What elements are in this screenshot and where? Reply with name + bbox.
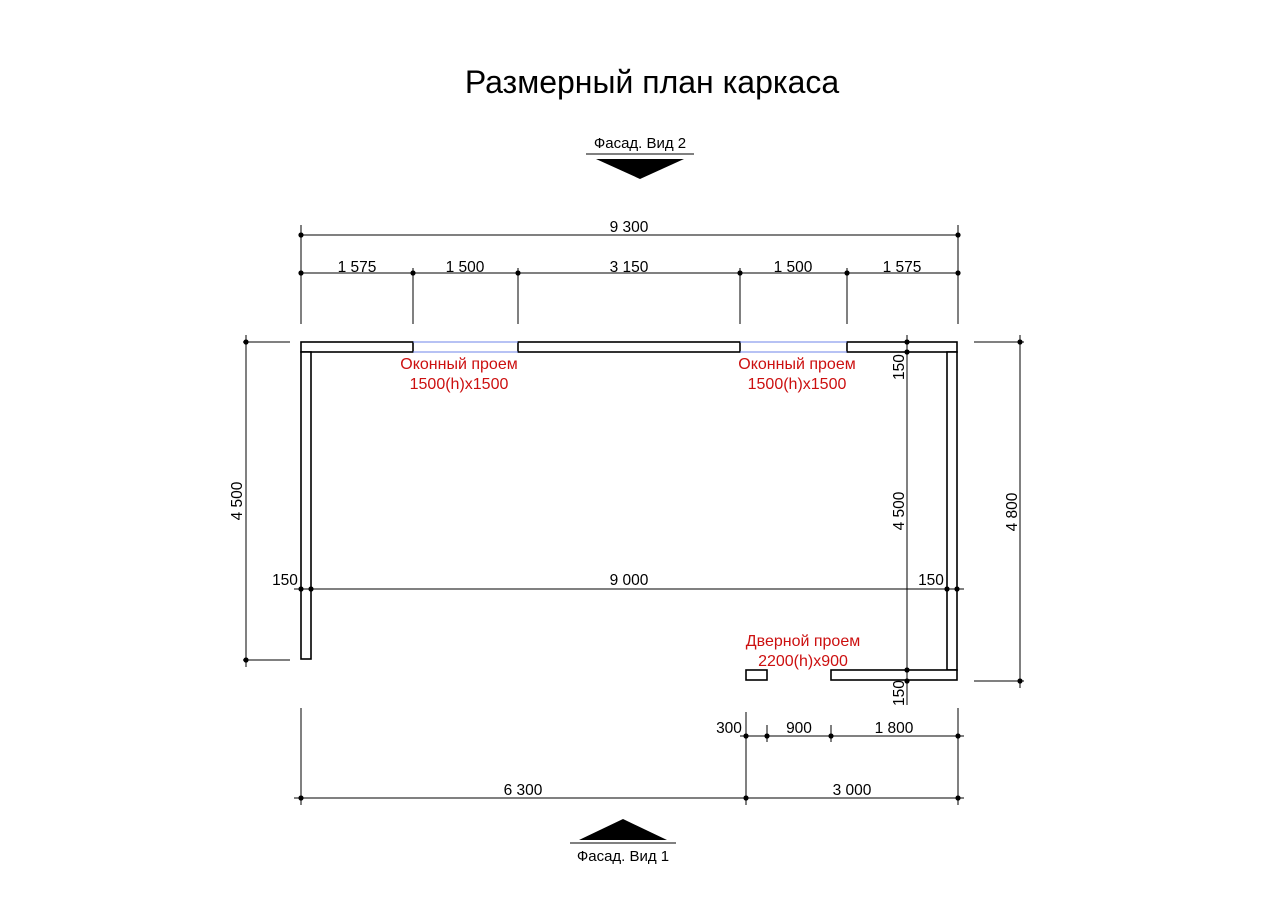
dim-inner-width: 9 000 bbox=[610, 572, 649, 589]
dimension-dots bbox=[243, 232, 1023, 801]
dim-dot bbox=[904, 349, 910, 355]
facade-view-2-marker: Фасад. Вид 2 bbox=[586, 135, 694, 179]
dim-bottom-segment-2: 900 bbox=[786, 720, 812, 737]
dim-dot bbox=[1017, 678, 1023, 684]
dim-dot bbox=[410, 270, 416, 276]
dim-right-inner-height: 4 500 bbox=[891, 491, 908, 530]
dim-top-segment-2: 1 500 bbox=[446, 259, 485, 276]
dim-dot bbox=[904, 339, 910, 345]
window-1-name: Оконный проем bbox=[400, 356, 517, 373]
facade-view-1-arrow-icon bbox=[579, 819, 667, 840]
window-2-name: Оконный проем bbox=[738, 356, 855, 373]
dim-dot bbox=[955, 733, 961, 739]
dim-top-segment-5: 1 575 bbox=[883, 259, 922, 276]
dim-top-segment-3: 3 150 bbox=[610, 259, 649, 276]
facade-view-2-arrow-icon bbox=[596, 159, 684, 179]
dim-dot bbox=[828, 733, 834, 739]
dim-dot bbox=[955, 232, 961, 238]
dim-dot bbox=[764, 733, 770, 739]
dim-dot bbox=[298, 795, 304, 801]
dim-bottom-segment-1: 300 bbox=[716, 720, 742, 737]
dim-top-total: 9 300 bbox=[610, 219, 649, 236]
dim-right-top-thickness: 150 bbox=[891, 354, 908, 380]
dim-right-wall-thickness: 150 bbox=[918, 572, 944, 589]
dim-right-outer-height: 4 800 bbox=[1004, 492, 1021, 531]
dim-top-segment-4: 1 500 bbox=[774, 259, 813, 276]
page-title: Размерный план каркаса bbox=[465, 64, 840, 100]
dim-dot bbox=[904, 667, 910, 673]
dim-dot bbox=[743, 733, 749, 739]
dim-dot bbox=[844, 270, 850, 276]
dim-bottom-total-2: 3 000 bbox=[833, 782, 872, 799]
dim-dot bbox=[308, 586, 314, 592]
dim-top-segment-1: 1 575 bbox=[338, 259, 377, 276]
dim-dot bbox=[955, 795, 961, 801]
wall-top-right bbox=[846, 341, 958, 353]
wall-top-middle bbox=[517, 341, 741, 353]
dim-right-bottom-thickness: 150 bbox=[891, 680, 908, 706]
window-2-size: 1500(h)x1500 bbox=[748, 376, 847, 393]
window-1-size: 1500(h)x1500 bbox=[410, 376, 509, 393]
wall-bottom-right bbox=[830, 669, 958, 681]
dim-dot bbox=[298, 586, 304, 592]
dim-left-height: 4 500 bbox=[229, 481, 246, 520]
dim-dot bbox=[298, 270, 304, 276]
wall-top-left bbox=[300, 341, 414, 353]
dim-dot bbox=[515, 270, 521, 276]
dim-dot bbox=[743, 795, 749, 801]
dim-dot bbox=[243, 339, 249, 345]
wall-left bbox=[300, 351, 312, 660]
facade-view-2-label: Фасад. Вид 2 bbox=[594, 135, 686, 152]
dim-dot bbox=[954, 586, 960, 592]
walls bbox=[300, 341, 958, 681]
dim-left-wall-thickness: 150 bbox=[272, 572, 298, 589]
window-lines bbox=[413, 341, 847, 353]
dimension-texts: 9 300 1 575 1 500 3 150 1 500 1 575 4 50… bbox=[229, 219, 1021, 799]
dim-dot bbox=[955, 270, 961, 276]
dim-dot bbox=[1017, 339, 1023, 345]
door-name: Дверной проем bbox=[746, 633, 860, 650]
dim-dot bbox=[298, 232, 304, 238]
facade-view-1-label: Фасад. Вид 1 bbox=[577, 848, 669, 865]
dim-dot bbox=[944, 586, 950, 592]
dim-dot bbox=[904, 678, 910, 684]
dim-dot bbox=[243, 657, 249, 663]
facade-view-1-marker: Фасад. Вид 1 bbox=[570, 819, 676, 865]
dim-dot bbox=[737, 270, 743, 276]
door-size: 2200(h)x900 bbox=[758, 653, 848, 670]
wall-bottom-stub bbox=[745, 669, 768, 681]
dim-bottom-total-1: 6 300 bbox=[504, 782, 543, 799]
wall-right bbox=[946, 351, 958, 671]
dim-bottom-segment-3: 1 800 bbox=[875, 720, 914, 737]
